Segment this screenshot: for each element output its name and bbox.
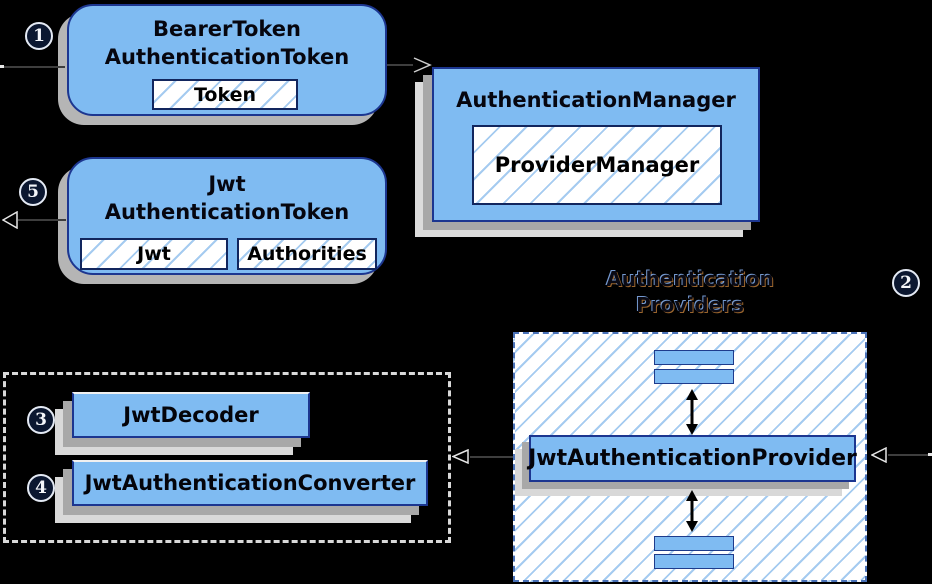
decoder-converter-container xyxy=(3,372,451,543)
jwt-authentication-token-box: Jwt AuthenticationToken Jwt Authorities xyxy=(67,157,387,275)
provider-manager-box: ProviderManager xyxy=(472,125,722,205)
step-5-badge: 5 xyxy=(19,178,47,206)
connector-line xyxy=(387,64,413,66)
provider-stack-bar xyxy=(654,536,734,551)
authentication-providers-heading: Authentication Providers xyxy=(513,266,867,318)
connector-line xyxy=(4,66,65,68)
step-4-badge: 4 xyxy=(27,474,55,502)
jwt-token-title-line1: Jwt xyxy=(208,172,246,196)
left-open-arrowhead xyxy=(2,211,18,229)
step-1-badge: 1 xyxy=(25,22,53,50)
bearer-token-title-line2: AuthenticationToken xyxy=(104,45,350,69)
token-field: Token xyxy=(152,79,298,110)
provider-stack-bar xyxy=(654,554,734,569)
authorities-field: Authorities xyxy=(237,238,377,270)
left-open-arrowhead xyxy=(452,449,469,464)
authentication-manager-title: AuthenticationManager xyxy=(456,88,736,112)
provider-stack-bar xyxy=(654,369,734,384)
authentication-providers-container: JwtAuthenticationProvider xyxy=(513,332,867,582)
jwt-decoder-box: JwtDecoder xyxy=(72,392,310,438)
double-headed-arrow xyxy=(686,389,698,435)
jwt-field: Jwt xyxy=(80,238,228,270)
providers-heading-line2: Providers xyxy=(636,293,744,317)
connector-line xyxy=(18,219,66,221)
left-open-arrowhead xyxy=(871,447,887,463)
connector-line xyxy=(888,454,928,456)
step-2-badge: 2 xyxy=(892,269,920,297)
edge-line-stub xyxy=(0,65,4,68)
bearer-token-authentication-token-box: BearerToken AuthenticationToken Token xyxy=(67,4,387,116)
authentication-manager-box: AuthenticationManager ProviderManager xyxy=(432,67,760,222)
connector-line xyxy=(470,456,513,458)
jwt-token-title-line2: AuthenticationToken xyxy=(104,200,350,224)
jwt-authentication-converter-box: JwtAuthenticationConverter xyxy=(72,460,428,506)
double-headed-arrow xyxy=(686,490,698,532)
step-3-badge: 3 xyxy=(27,406,55,434)
edge-line-stub xyxy=(928,453,932,456)
jwt-authentication-provider-box: JwtAuthenticationProvider xyxy=(528,435,857,482)
providers-heading-line1: Authentication xyxy=(606,267,774,291)
right-open-arrowhead xyxy=(413,57,432,73)
provider-stack-bar xyxy=(654,350,734,365)
bearer-token-title-line1: BearerToken xyxy=(153,17,301,41)
